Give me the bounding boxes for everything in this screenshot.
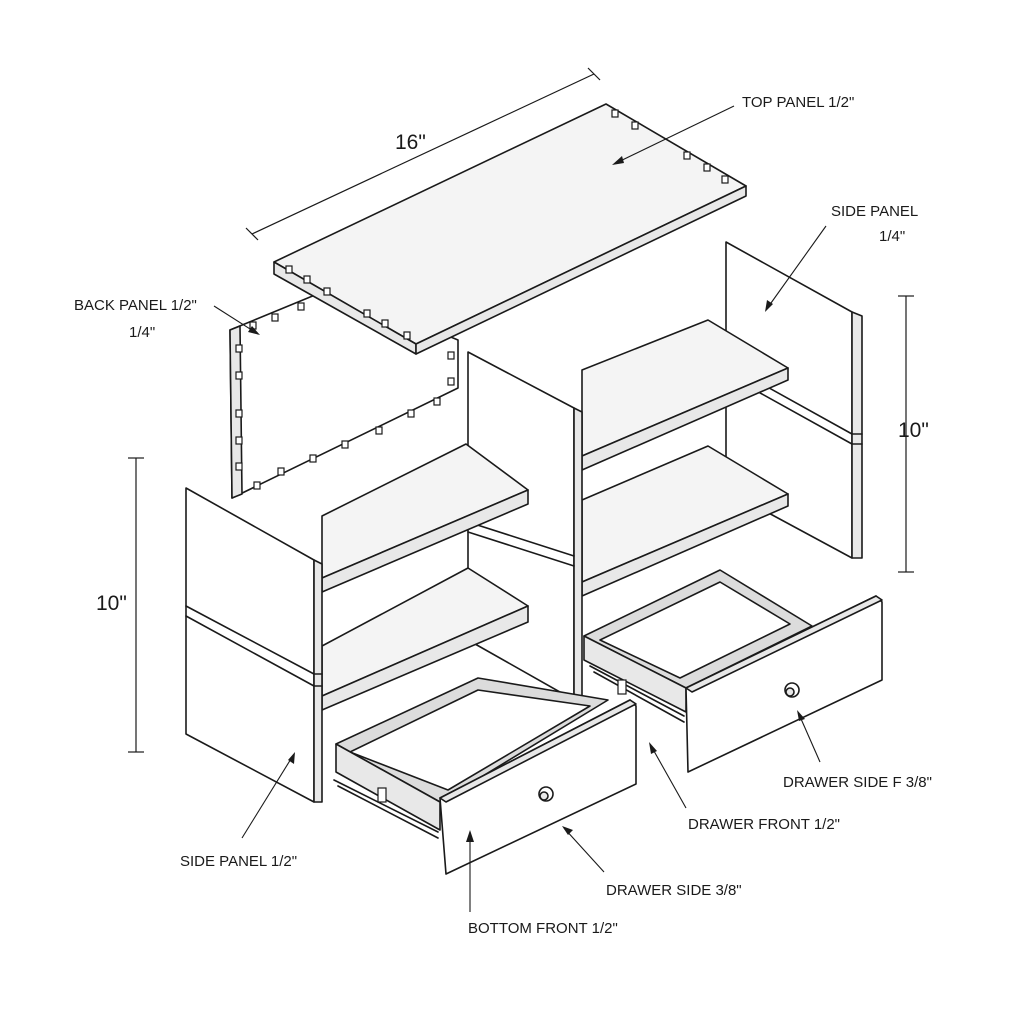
width-dimension-label: 16" <box>395 131 426 154</box>
top-panel-label: TOP PANEL 1/2" <box>742 94 854 111</box>
center-divider-panel <box>467 351 583 701</box>
left-height-dimension: 10" <box>96 457 144 753</box>
drawer-side-right-label: DRAWER SIDE F 3/8" <box>783 774 932 791</box>
left-side-panel <box>185 487 323 803</box>
width-dimension: 16" <box>245 67 601 241</box>
right-drawer <box>583 569 883 773</box>
bottom-front-label: BOTTOM FRONT 1/2" <box>468 920 618 937</box>
right-side-panel-label: SIDE PANEL <box>831 203 918 220</box>
left-drawer <box>333 677 637 875</box>
drawer-front-label: DRAWER FRONT 1/2" <box>688 816 840 833</box>
top-panel <box>273 103 747 355</box>
left-height-dimension-label: 10" <box>96 592 127 615</box>
left-side-panel-label: SIDE PANEL 1/2" <box>180 853 297 870</box>
back-panel-thickness-label: 1/4" <box>129 324 155 341</box>
leader-lines <box>213 105 827 912</box>
drawer-side-label: DRAWER SIDE 3/8" <box>606 882 742 899</box>
right-side-panel-thickness-label: 1/4" <box>879 228 905 245</box>
right-height-dimension-label: 10" <box>898 419 929 442</box>
back-panel-label: BACK PANEL 1/2" <box>74 297 197 314</box>
left-upper-shelf <box>321 443 529 593</box>
right-height-dimension: 10" <box>898 295 929 573</box>
